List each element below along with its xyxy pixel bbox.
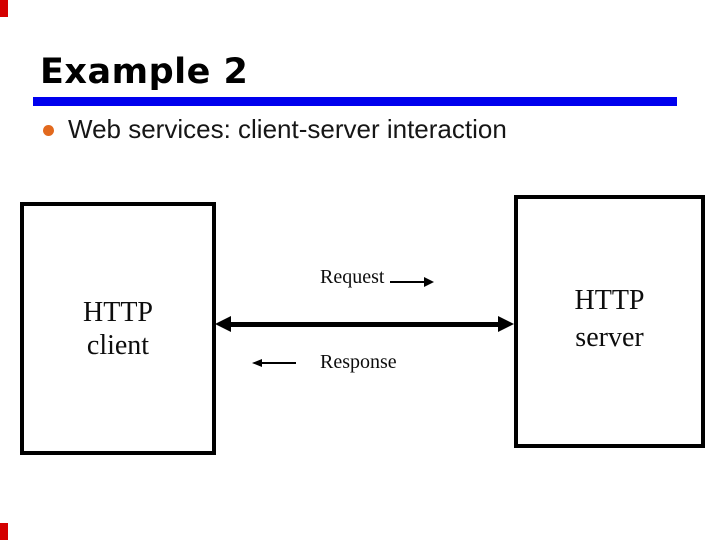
http-client-label-line1: HTTP [83,296,153,328]
red-edge-marker-top [0,0,8,17]
response-label: Response [320,351,397,373]
red-edge-marker-bottom [0,523,8,540]
http-client-label-line2: client [86,329,150,361]
http-server-box: HTTP server [514,195,705,448]
slide-title: Example 2 [40,52,249,92]
double-arrow-left-head-icon [215,316,231,332]
client-server-double-arrow [229,322,499,327]
bullet-text: Web services: client-server interaction [68,114,507,144]
http-client-box: HTTP client [20,202,216,455]
request-label: Request [320,266,385,288]
bullet-icon [43,125,54,136]
http-server-label-line1: HTTP [574,284,645,316]
double-arrow-right-head-icon [498,316,514,332]
response-arrow-head-icon [252,359,262,367]
request-arrow [390,281,424,283]
title-accent-bar [33,97,677,106]
http-server-label-line2: server [575,321,644,353]
request-arrow-head-icon [424,277,434,287]
response-arrow [261,362,296,364]
